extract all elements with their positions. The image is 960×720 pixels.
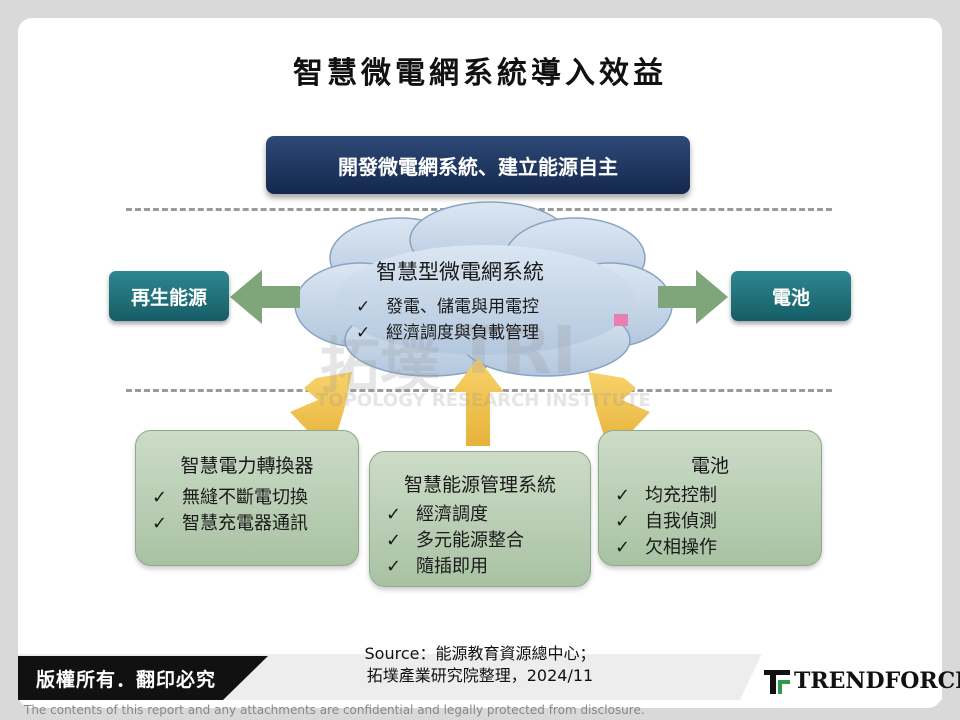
check-icon: ✓ xyxy=(386,530,402,551)
watermark-chinese: 拓墣 xyxy=(320,332,440,402)
check-icon: ✓ xyxy=(386,504,402,525)
check-icon: ✓ xyxy=(356,323,371,343)
box-title: 電池 xyxy=(690,455,729,477)
box-title: 智慧電力轉換器 xyxy=(180,455,314,477)
check-icon: ✓ xyxy=(152,487,168,508)
renewable-energy-box: 再生能源 xyxy=(109,271,229,321)
check-icon: ✓ xyxy=(615,485,631,506)
trendforce-logo-icon xyxy=(764,670,790,694)
box-item: ✓多元能源整合 xyxy=(386,530,524,551)
battery-detail-box: 電池 ✓均充控制 ✓自我偵測 ✓欠相操作 xyxy=(598,430,822,566)
check-icon: ✓ xyxy=(386,556,402,577)
slide-title: 智慧微電網系統導入效益 xyxy=(293,56,667,91)
box-item: ✓經濟調度 xyxy=(386,504,488,525)
box-item: ✓欠相操作 xyxy=(615,537,717,558)
watermark-english: TOPOLOGY RESEARCH INSTITUTE xyxy=(316,390,651,411)
disclaimer-text: The contents of this report and any atta… xyxy=(24,703,645,717)
watermark-accent xyxy=(614,314,628,326)
box-item: ✓自我偵測 xyxy=(615,511,717,532)
arrow-up-center-icon xyxy=(452,358,504,446)
top-banner: 開發微電網系統、建立能源自主 xyxy=(266,136,690,194)
energy-management-box: 智慧能源管理系統 ✓經濟調度 ✓多元能源整合 ✓隨插即用 xyxy=(369,451,591,587)
arrow-up-left-icon xyxy=(290,372,352,448)
watermark-mark: TRI xyxy=(456,312,577,389)
arrow-up-right-icon xyxy=(588,372,650,448)
box-item: ✓均充控制 xyxy=(615,485,717,506)
box-item: ✓智慧充電器通訊 xyxy=(152,513,308,534)
box-item: ✓隨插即用 xyxy=(386,556,488,577)
source-note: Source：能源教育資源總中心； 拓墣產業研究院整理，2024/11 xyxy=(364,644,596,685)
check-icon: ✓ xyxy=(615,537,631,558)
box-title: 智慧能源管理系統 xyxy=(403,474,556,496)
check-icon: ✓ xyxy=(356,297,371,317)
arrow-left-icon xyxy=(230,270,300,324)
arrow-right-icon xyxy=(658,270,728,324)
trendforce-logo-text: TRENDFORCE xyxy=(794,668,960,694)
check-icon: ✓ xyxy=(152,513,168,534)
battery-box: 電池 xyxy=(731,271,851,321)
cloud-shape xyxy=(294,201,673,377)
check-icon: ✓ xyxy=(615,511,631,532)
power-converter-box: 智慧電力轉換器 ✓無縫不斷電切換 ✓智慧充電器通訊 xyxy=(135,430,359,566)
copyright-badge: 版權所有．翻印必究 xyxy=(18,656,268,700)
cloud-item: ✓發電、儲電與用電控 xyxy=(356,297,539,317)
cloud-title: 智慧型微電網系統 xyxy=(376,260,544,284)
cloud-item: ✓經濟調度與負載管理 xyxy=(356,323,539,343)
box-item: ✓無縫不斷電切換 xyxy=(152,487,308,508)
